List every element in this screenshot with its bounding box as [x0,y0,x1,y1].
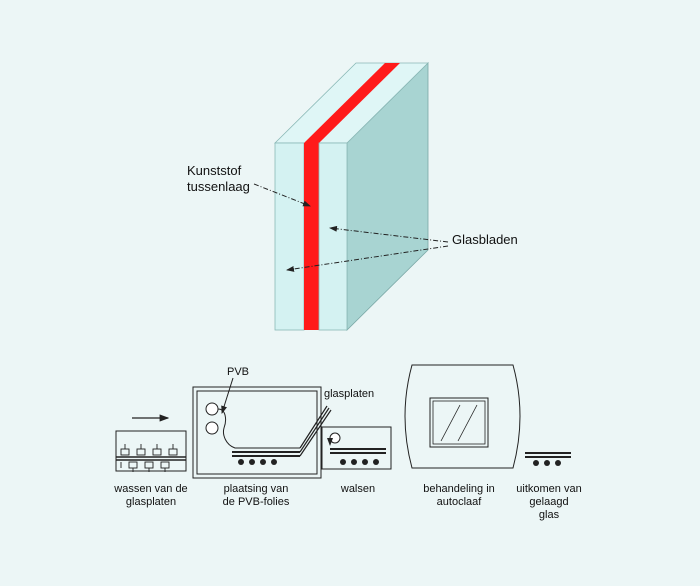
step2-caption-line2: de PVB-folies [223,496,290,508]
interlayer-label-line2: tussenlaag [187,179,250,194]
step3-caption-line1: walsen [340,483,375,495]
step4-caption-line1: behandeling in [423,483,495,495]
washing-station [115,430,187,472]
glass-sheet-right [318,142,348,331]
interlayer-top [304,63,400,143]
interlayer-front [304,143,319,330]
step1-caption-line1: wassen van de [113,483,187,495]
step5-caption-line3: glas [539,509,560,521]
glass-pointer-left [286,245,449,272]
step4-caption-line2: autoclaaf [437,496,483,508]
step5-caption-line1: uitkomen van [516,483,581,495]
autoclave [404,364,521,469]
rolling-station [321,426,392,470]
pvb-label: PVB [227,366,249,378]
glasplaten-label: glasplaten [324,388,374,400]
step1-caption-line2: glasplaten [126,496,176,508]
laminated-glass-output [525,452,571,466]
pvb-placement-station [192,386,332,479]
pvb-roll-bottom [205,421,219,435]
pvb-roll-top [205,402,219,416]
glass-label: Glasbladen [452,232,518,247]
pvb-pointer [221,377,234,414]
step2-caption-line1: plaatsing van [224,483,289,495]
step5-caption-line2: gelaagd [529,496,568,508]
glass-sheet-left [274,142,305,331]
laminated-glass-block [274,62,429,331]
interlayer-pointer [253,183,311,207]
interlayer-label-line1: Kunststof [187,163,242,178]
